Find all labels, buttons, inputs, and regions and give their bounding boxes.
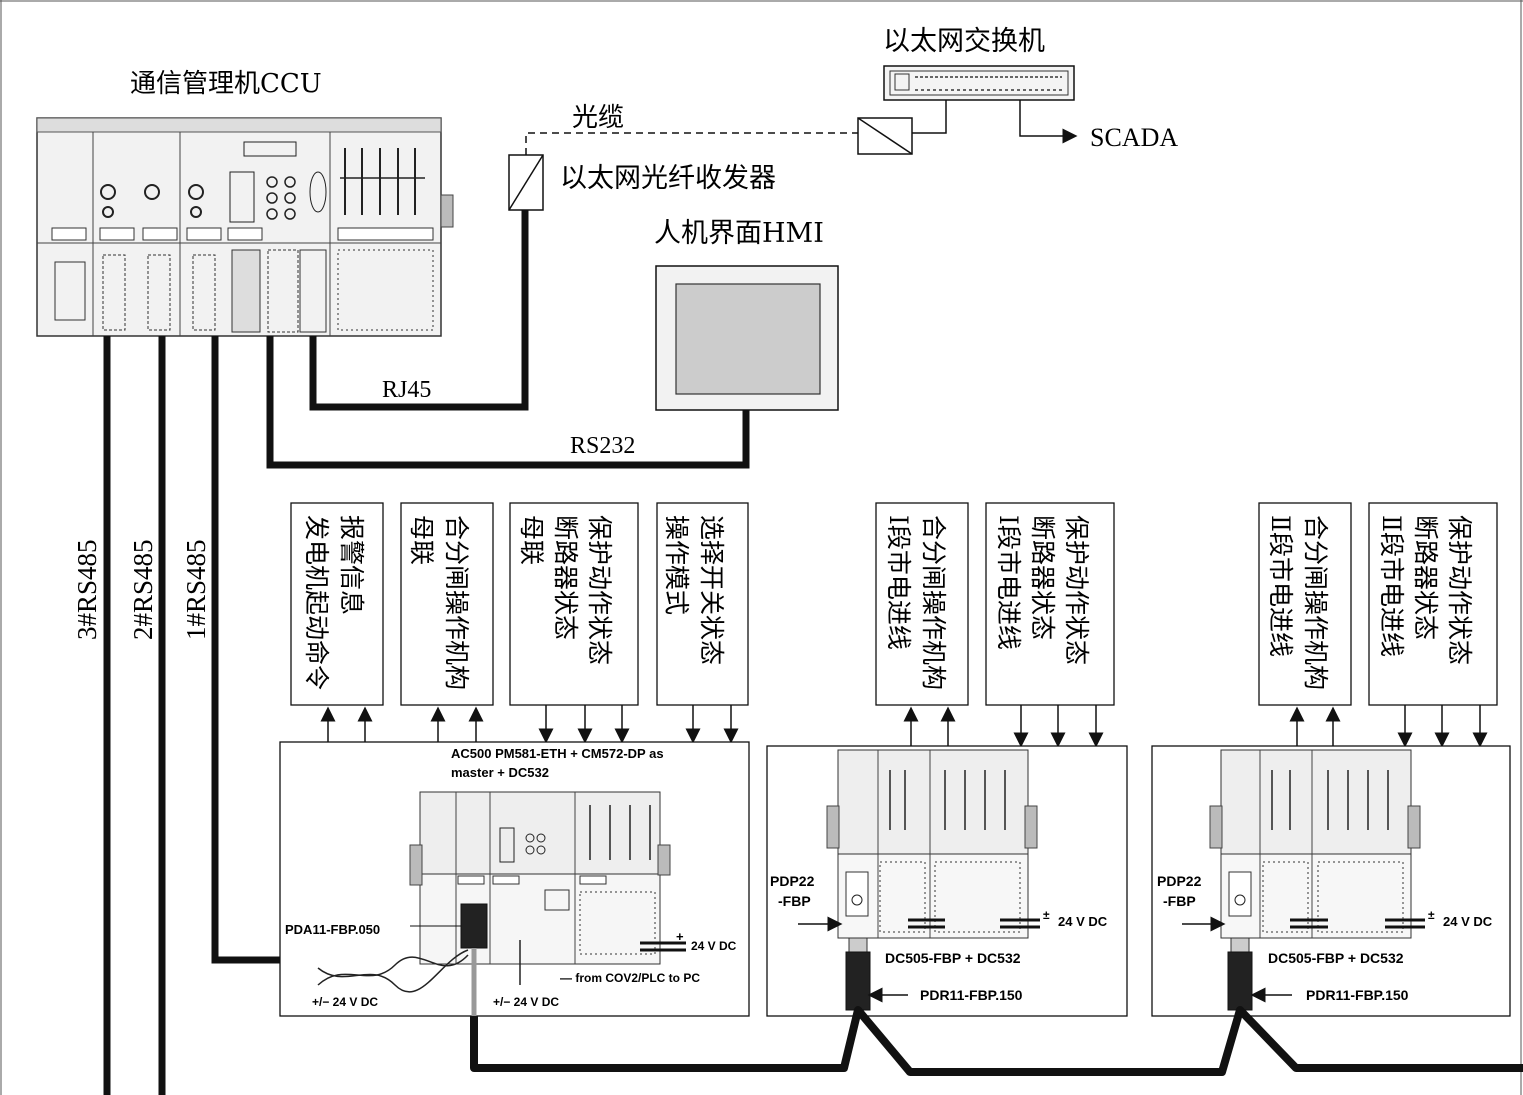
bus-3-label: 3#RS485 bbox=[72, 539, 102, 640]
svg-text:Ⅰ段市电进线: Ⅰ段市电进线 bbox=[884, 515, 913, 650]
svg-text:Ⅰ段市电进线: Ⅰ段市电进线 bbox=[994, 515, 1023, 650]
svg-text:选择开关状态: 选择开关状态 bbox=[697, 515, 726, 665]
rs485-buses bbox=[103, 210, 750, 1095]
signal-box-8: Ⅱ段市电进线 断路器状态 保护动作状态 bbox=[1368, 502, 1498, 706]
fieldbus-trunk bbox=[470, 1006, 1523, 1076]
station3-pdp-1: PDP22 bbox=[1157, 873, 1202, 889]
svg-text:断路器状态: 断路器状态 bbox=[1411, 515, 1440, 640]
hmi-label: 人机界面HMI bbox=[654, 218, 824, 249]
station1-from-label: — from COV2/PLC to PC bbox=[560, 971, 700, 985]
signal-arrows bbox=[320, 705, 1488, 748]
signal-box-6: Ⅰ段市电进线 断路器状态 保护动作状态 bbox=[985, 502, 1115, 706]
svg-text:Ⅱ段市电进线: Ⅱ段市电进线 bbox=[1266, 515, 1295, 657]
svg-text:保护动作状态: 保护动作状态 bbox=[585, 515, 614, 665]
station2-module: DC505-FBP + DC532 bbox=[885, 950, 1021, 966]
station1-power-left: +/− 24 V DC bbox=[312, 995, 378, 1009]
station-3: PDP22 -FBP ± 24 V DC DC505-FBP + DC532 P… bbox=[1151, 745, 1511, 1017]
transceiver-label: 以太网光纤收发器 bbox=[560, 163, 776, 194]
station2-power: 24 V DC bbox=[1058, 914, 1108, 929]
svg-text:发电机起动命令: 发电机起动命令 bbox=[302, 515, 331, 690]
signal-box-2: 母联 合分闸操作机构 bbox=[400, 502, 494, 706]
svg-text:±: ± bbox=[1428, 908, 1435, 922]
bus-2-label: 2#RS485 bbox=[128, 539, 158, 640]
station-master: AC500 PM581-ETH + CM572-DP as master + D… bbox=[279, 741, 750, 1017]
signal-box-7: Ⅱ段市电进线 合分闸操作机构 bbox=[1258, 502, 1352, 706]
station2-pdp-1: PDP22 bbox=[770, 873, 815, 889]
signal-box-3: 母联 断路器状态 保护动作状态 bbox=[509, 502, 639, 706]
svg-text:保护动作状态: 保护动作状态 bbox=[1445, 515, 1474, 665]
rs232-label: RS232 bbox=[570, 433, 635, 459]
station3-module: DC505-FBP + DC532 bbox=[1268, 950, 1404, 966]
svg-text:母联: 母联 bbox=[517, 515, 546, 565]
switch-side-transceiver bbox=[857, 117, 913, 155]
fiber-transceiver bbox=[508, 154, 544, 211]
svg-text:合分闸操作机构: 合分闸操作机构 bbox=[919, 515, 948, 690]
station-2: PDP22 -FBP ± 24 V DC DC505-FBP + DC532 P… bbox=[766, 745, 1128, 1017]
hmi-panel bbox=[655, 265, 839, 411]
svg-text:报警信息: 报警信息 bbox=[337, 515, 366, 615]
signal-box-1: 发电机起动命令 报警信息 bbox=[290, 502, 384, 706]
svg-text:母联: 母联 bbox=[407, 515, 436, 565]
scada-label: SCADA bbox=[1090, 123, 1178, 152]
station2-pdp-2: -FBP bbox=[778, 893, 811, 909]
svg-text:操作模式: 操作模式 bbox=[662, 515, 691, 615]
fiber-cable bbox=[525, 132, 858, 155]
station3-power: 24 V DC bbox=[1443, 914, 1493, 929]
ccu-device: 通信管理机CCU bbox=[36, 69, 454, 337]
fiber-label: 光缆 bbox=[572, 103, 624, 133]
station3-pdp-2: -FBP bbox=[1163, 893, 1196, 909]
svg-text:±: ± bbox=[1043, 908, 1050, 922]
signal-box-5: Ⅰ段市电进线 合分闸操作机构 bbox=[875, 502, 969, 706]
station1-title-1: AC500 PM581-ETH + CM572-DP as bbox=[451, 746, 664, 761]
svg-text:+: + bbox=[676, 929, 684, 944]
bus-1-label: 1#RS485 bbox=[181, 539, 211, 640]
switch-label: 以太网交换机 bbox=[883, 26, 1045, 57]
signal-box-4: 操作模式 选择开关状态 bbox=[656, 502, 749, 706]
svg-text:Ⅱ段市电进线: Ⅱ段市电进线 bbox=[1377, 515, 1406, 657]
ethernet-switch bbox=[883, 65, 1075, 101]
station1-power-right: 24 V DC bbox=[691, 939, 737, 953]
svg-text:合分闸操作机构: 合分闸操作机构 bbox=[1301, 515, 1330, 690]
svg-text:合分闸操作机构: 合分闸操作机构 bbox=[442, 515, 471, 690]
svg-text:保护动作状态: 保护动作状态 bbox=[1062, 515, 1091, 665]
station1-power-mid: +/− 24 V DC bbox=[493, 995, 559, 1009]
station2-pdr: PDR11-FBP.150 bbox=[920, 987, 1023, 1003]
svg-text:断路器状态: 断路器状态 bbox=[1028, 515, 1057, 640]
station1-title-2: master + DC532 bbox=[451, 765, 549, 780]
rj45-label: RJ45 bbox=[382, 377, 431, 403]
station3-pdr: PDR11-FBP.150 bbox=[1306, 987, 1409, 1003]
svg-text:断路器状态: 断路器状态 bbox=[551, 515, 580, 640]
pda-label: PDA11-FBP.050 bbox=[285, 922, 380, 937]
ccu-label: 通信管理机CCU bbox=[130, 69, 322, 99]
